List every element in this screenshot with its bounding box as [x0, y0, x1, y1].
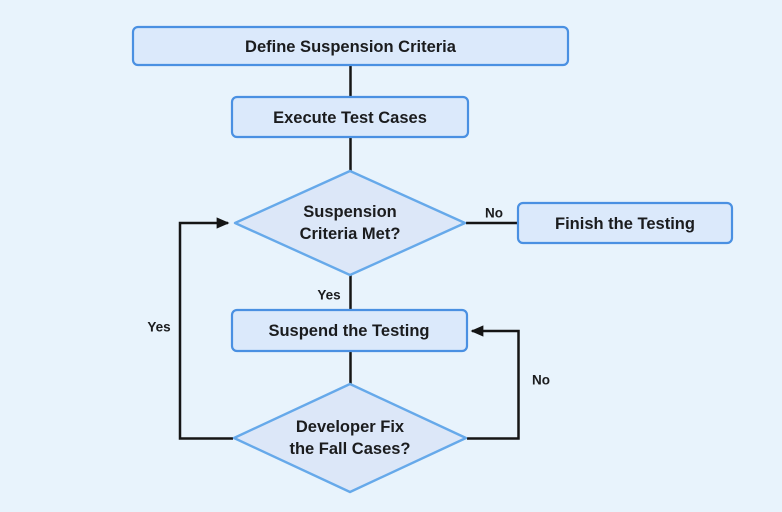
label-suspend-the-testing: Suspend the Testing: [268, 322, 429, 340]
edge-fix-yes-loop-to-criteria: [178, 217, 233, 440]
label-criteria-met-line1: Suspension: [303, 203, 397, 221]
edge-label-criteria-no: No: [485, 206, 503, 221]
label-developer-fix-line1: Developer Fix: [296, 418, 405, 436]
node-labels-group: Define Suspension Criteria Execute Test …: [245, 38, 695, 458]
edge-label-fix-no: No: [532, 373, 550, 388]
edge-labels-group: No Yes Yes No: [147, 206, 550, 388]
label-define-suspension-criteria: Define Suspension Criteria: [245, 38, 457, 56]
edge-label-criteria-yes: Yes: [317, 288, 340, 303]
edges-group: [178, 64, 520, 440]
node-suspension-criteria-met: [233, 169, 467, 277]
edge-label-fix-yes: Yes: [147, 320, 170, 335]
nodes-group: [131, 25, 734, 494]
label-developer-fix-line2: the Fall Cases?: [289, 440, 410, 458]
label-criteria-met-line2: Criteria Met?: [300, 225, 401, 243]
node-finish-the-testing: [516, 201, 734, 245]
edge-fix-no-loop-to-suspend: [467, 325, 520, 440]
node-execute-test-cases: [230, 95, 470, 139]
node-developer-fix-fall-cases: [232, 382, 468, 494]
node-suspend-the-testing: [230, 308, 469, 353]
node-define-suspension-criteria: [131, 25, 570, 67]
label-finish-the-testing: Finish the Testing: [555, 215, 695, 233]
label-execute-test-cases: Execute Test Cases: [273, 109, 427, 127]
